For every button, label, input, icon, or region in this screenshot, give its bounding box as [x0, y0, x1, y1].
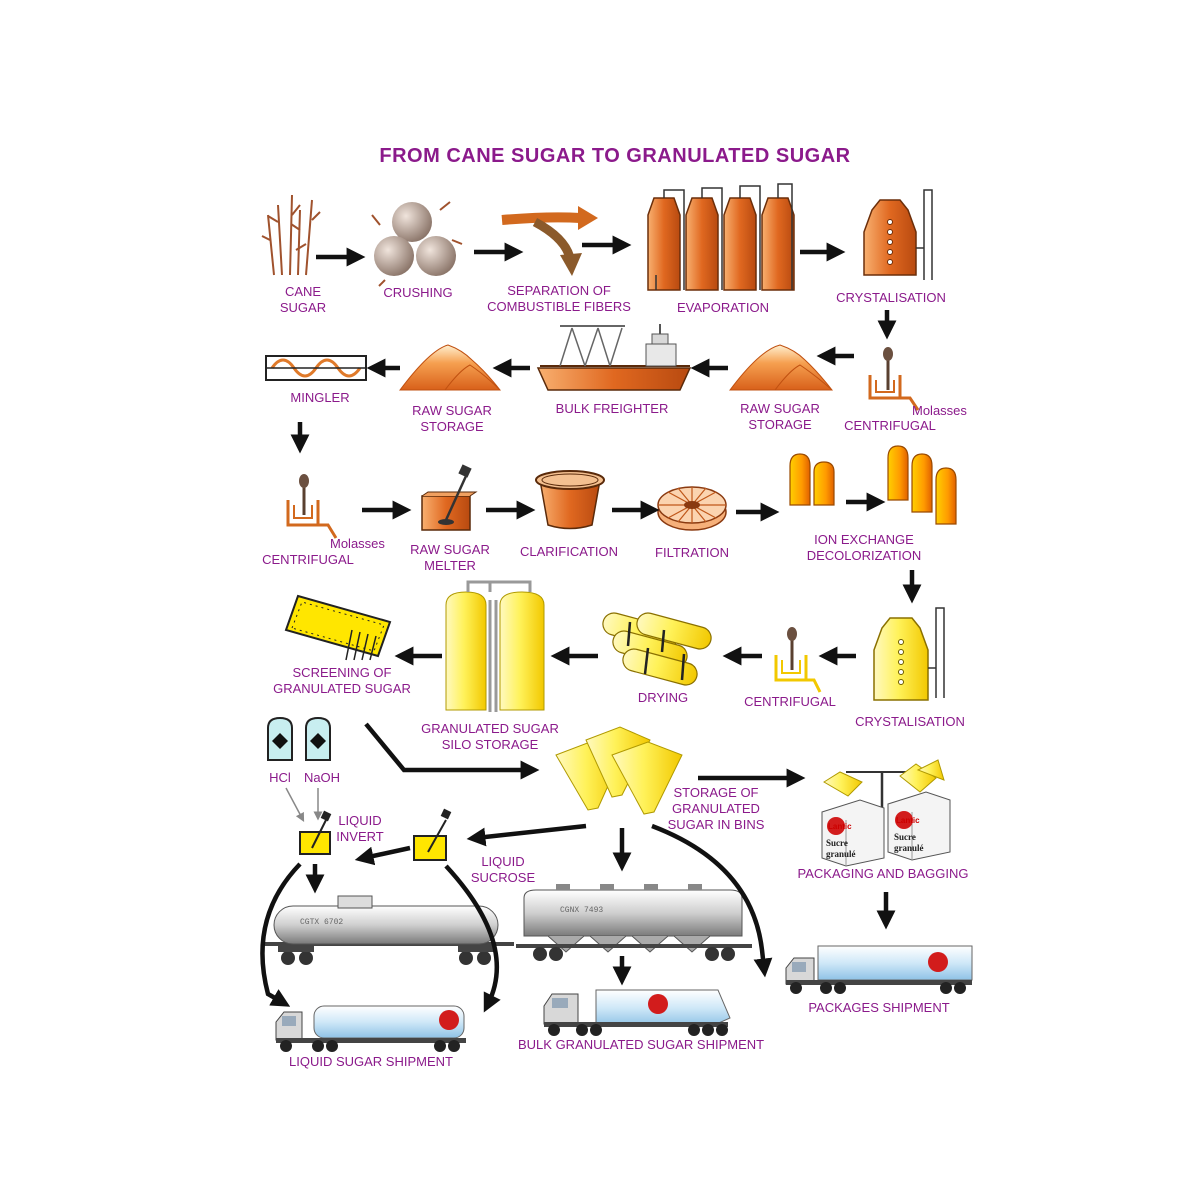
- liquid-sucrose-tank-icon: [413, 808, 452, 861]
- bulk-freighter-icon: [536, 324, 692, 391]
- separation-arrows-icon: [501, 206, 598, 276]
- label-molasses-1: Molasses: [912, 403, 967, 418]
- label-packages-shipment: PACKAGES SHIPMENT: [808, 1000, 950, 1015]
- clarification-tank-icon: [535, 470, 605, 530]
- hopper-rail-car-icon: [516, 884, 752, 961]
- bulk-sugar-truck-icon: [543, 989, 731, 1036]
- screening-machine-icon: [284, 594, 392, 661]
- label-bulk-shipment: BULK GRANULATED SUGAR SHIPMENT: [518, 1037, 765, 1052]
- label-packaging: PACKAGING AND BAGGING: [797, 866, 969, 881]
- label-centrifugal-2: CENTRIFUGAL: [262, 552, 354, 567]
- label-crystalisation-2: CRYSTALISATION: [855, 714, 965, 729]
- centrifugal-refined-icon: [774, 627, 822, 693]
- raw-sugar-pile-icon-2: [398, 344, 502, 391]
- sugar-bag-right-icon: [887, 791, 951, 861]
- label-centrifugal-3: CENTRIFUGAL: [744, 694, 836, 709]
- packages-truck-icon: [785, 945, 973, 994]
- raw-sugar-melter-icon: [421, 464, 478, 531]
- bag-brand-right: Lantic: [896, 816, 920, 825]
- ion-exchange-columns-icon: [789, 445, 957, 525]
- label-crystalisation-1: CRYSTALISATION: [836, 290, 946, 305]
- label-clarification: CLARIFICATION: [520, 544, 618, 559]
- flow-arrows: [260, 235, 922, 1013]
- crushing-rollers-icon: [371, 201, 463, 287]
- cane-sugar-icon: [261, 194, 321, 276]
- label-centrifugal-1: CENTRIFUGAL: [844, 418, 936, 433]
- filtration-drum-icon: [657, 486, 727, 531]
- bag-line1-left: Sucre: [826, 838, 848, 848]
- label-bulk-freighter: BULK FREIGHTER: [555, 401, 669, 416]
- label-hcl: HCl: [269, 770, 291, 785]
- label-evaporation: EVAPORATION: [677, 300, 769, 315]
- centrifugal-affination-icon: [286, 474, 338, 539]
- storage-bins-icon: [555, 726, 683, 815]
- raw-sugar-pile-icon-1: [728, 344, 834, 391]
- packaging-scale-icon: [823, 759, 945, 810]
- tank-rail-car-icon: [262, 895, 514, 965]
- mingler-icon: [265, 355, 367, 381]
- liquid-sugar-truck-icon: [275, 1005, 466, 1052]
- label-crushing: CRUSHING: [383, 285, 453, 300]
- evaporators-icon: [647, 183, 795, 291]
- granulated-sugar-silos-icon: [445, 580, 545, 712]
- tank-car-marking: CGTX 6702: [300, 918, 344, 927]
- diagram-title: FROM CANE SUGAR TO GRANULATED SUGAR: [379, 145, 851, 167]
- crystalliser-refined-icon: [873, 607, 945, 701]
- label-liquid-shipment: LIQUID SUGAR SHIPMENT: [289, 1054, 453, 1069]
- bag-line1-right: Sucre: [894, 832, 916, 842]
- dryer-drums-icon: [602, 612, 712, 686]
- bag-line2-left: granulé: [826, 849, 856, 859]
- hopper-car-marking: CGNX 7493: [560, 906, 604, 915]
- bag-brand-left: Lantic: [828, 822, 852, 831]
- label-filtration: FILTRATION: [655, 545, 729, 560]
- naoh-tank-icon: [305, 716, 331, 761]
- sugar-bag-left-icon: [821, 799, 885, 867]
- hcl-tank-icon: [267, 716, 293, 761]
- liquid-invert-tank-icon: [299, 810, 332, 855]
- bag-line2-right: granulé: [894, 843, 924, 853]
- label-drying: DRYING: [637, 690, 689, 705]
- label-mingler: MINGLER: [290, 390, 350, 405]
- crystalliser-raw-icon: [863, 189, 933, 280]
- label-molasses-2: Molasses: [330, 536, 385, 551]
- chemical-arrows: [285, 787, 323, 822]
- label-naoh: NaOH: [303, 770, 341, 785]
- centrifugal-raw-icon: [868, 347, 920, 411]
